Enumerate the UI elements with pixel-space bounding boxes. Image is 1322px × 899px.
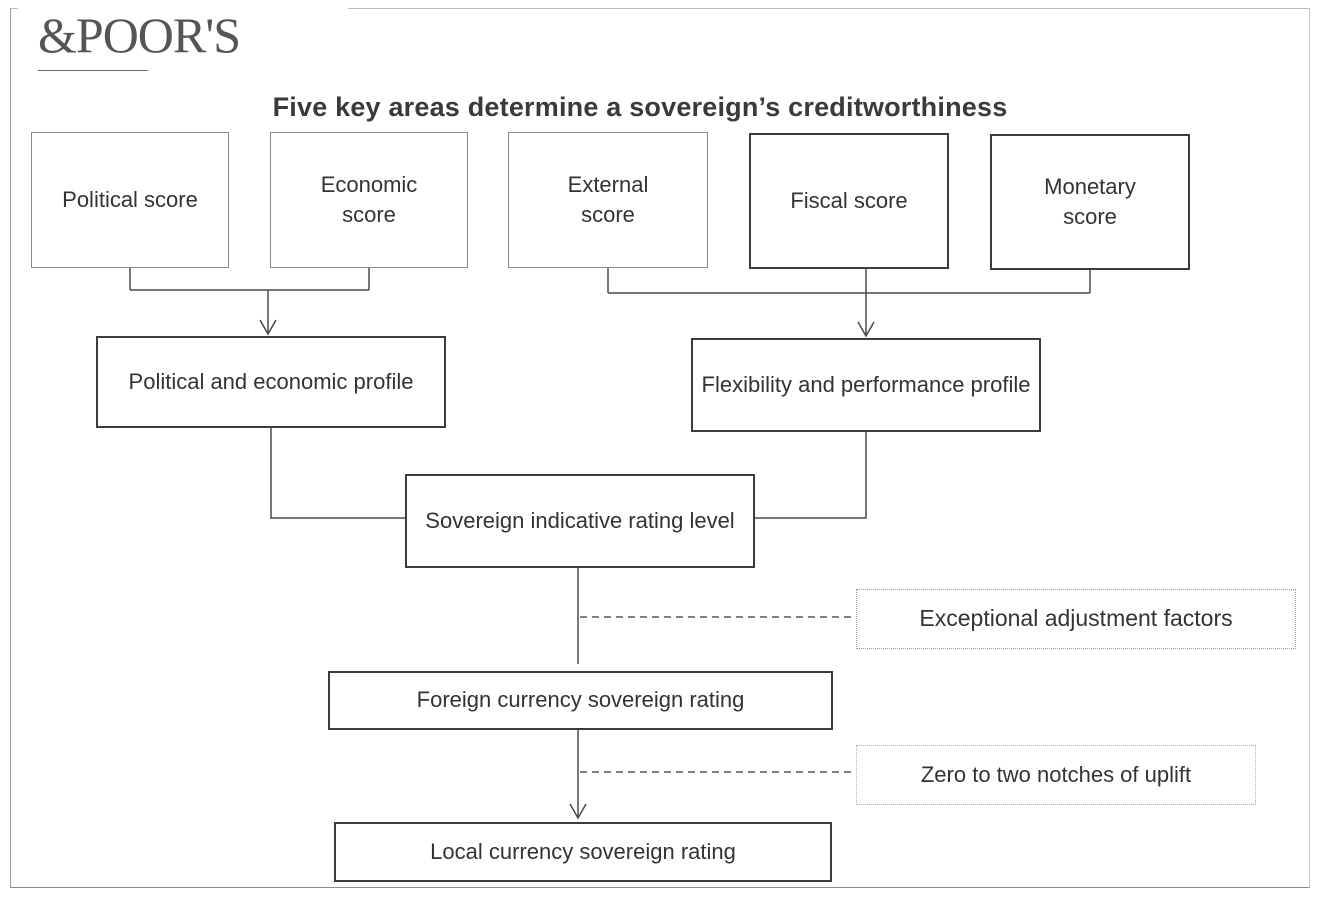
external-score-box: External score [508, 132, 708, 268]
monetary-score-box: Monetary score [990, 134, 1190, 270]
frame-gap [18, 4, 348, 14]
flexibility-performance-profile-box: Flexibility and performance profile [691, 338, 1041, 432]
economic-score-label: Economic score [320, 171, 418, 227]
flexibility-performance-profile-label: Flexibility and performance profile [701, 371, 1031, 397]
sp-logo-text: &POOR'S [38, 7, 241, 63]
uplift-box: Zero to two notches of uplift [856, 745, 1256, 805]
fiscal-score-label: Fiscal score [790, 187, 908, 213]
fiscal-score-box: Fiscal score [749, 133, 949, 269]
monetary-score-label: Monetary score [1044, 173, 1136, 229]
uplift-label: Zero to two notches of uplift [920, 761, 1192, 787]
external-score-label: External score [567, 171, 649, 227]
exceptional-adjustment-box: Exceptional adjustment factors [856, 589, 1296, 649]
sovereign-indicative-rating-box: Sovereign indicative rating level [405, 474, 755, 568]
sovereign-indicative-rating-label: Sovereign indicative rating level [425, 507, 735, 533]
figure-frame [10, 8, 1310, 888]
political-economic-profile-label: Political and economic profile [128, 368, 414, 394]
connector-fp-to-indicative [755, 432, 867, 519]
political-score-box: Political score [31, 132, 229, 268]
foreign-currency-rating-label: Foreign currency sovereign rating [416, 687, 745, 713]
connector-pe-to-indicative [270, 428, 405, 519]
arrow-head-pe [259, 319, 277, 336]
political-economic-profile-box: Political and economic profile [96, 336, 446, 428]
logo-underline [38, 70, 148, 71]
arrow-head-fp [857, 321, 875, 338]
political-score-label: Political score [62, 186, 198, 212]
foreign-currency-rating-box: Foreign currency sovereign rating [328, 671, 833, 730]
local-currency-rating-label: Local currency sovereign rating [430, 838, 736, 864]
arrow-head-local [569, 803, 587, 820]
exceptional-adjustment-label: Exceptional adjustment factors [919, 605, 1233, 632]
local-currency-rating-box: Local currency sovereign rating [334, 822, 832, 882]
economic-score-box: Economic score [270, 132, 468, 268]
diagram-title: Five key areas determine a sovereign’s c… [272, 92, 1008, 122]
